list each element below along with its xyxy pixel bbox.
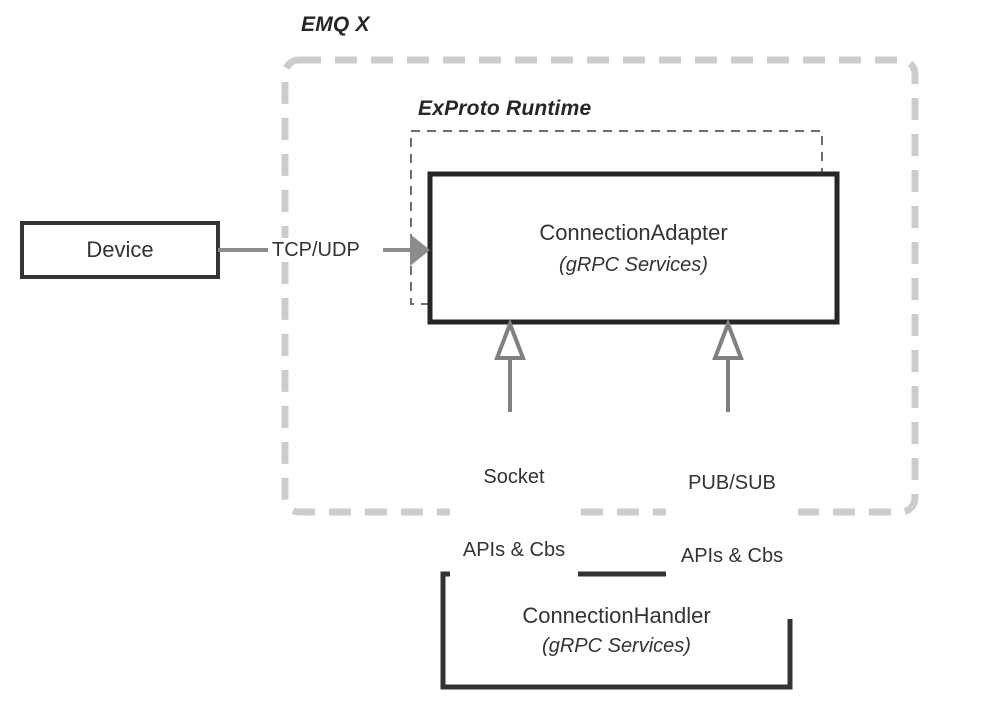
edge-label-pubsub-line2: APIs & Cbs	[680, 544, 784, 567]
arrowhead-open-up	[712, 318, 744, 360]
connection-adapter-subtitle: (gRPC Services)	[559, 253, 708, 276]
device-node: Device	[22, 223, 218, 277]
connection-handler-title: ConnectionHandler	[522, 603, 711, 628]
connection-handler-node: ConnectionHandler (gRPC Services)	[443, 574, 790, 687]
connection-adapter-box	[427, 171, 840, 325]
arrowhead-open-up	[494, 318, 526, 360]
emqx-group-boundary	[281, 56, 919, 516]
arrowhead-filled-right	[410, 234, 430, 266]
device-node-title: Device	[86, 237, 154, 262]
edge-label-socket-line2: APIs & Cbs	[462, 538, 566, 561]
edge-label-socket-line1: Socket	[483, 465, 545, 488]
edge-label-socket-apis: Socket APIs & Cbs	[450, 414, 578, 614]
edge-device-to-adapter	[218, 234, 430, 266]
exproto-runtime-group-title: ExProto Runtime	[418, 97, 592, 120]
connection-handler-subtitle: (gRPC Services)	[542, 635, 691, 657]
connection-adapter-title: ConnectionAdapter	[539, 219, 728, 245]
edge-label-tcp-udp: TCP/UDP	[268, 238, 364, 263]
connection-adapter-node: ConnectionAdapter (gRPC Services)	[430, 174, 837, 322]
edge-label-pubsub-apis: PUB/SUB APIs & Cbs	[666, 420, 798, 620]
emqx-group-title: EMQ X	[301, 13, 370, 36]
edge-label-pubsub-line1: PUB/SUB	[688, 471, 776, 494]
